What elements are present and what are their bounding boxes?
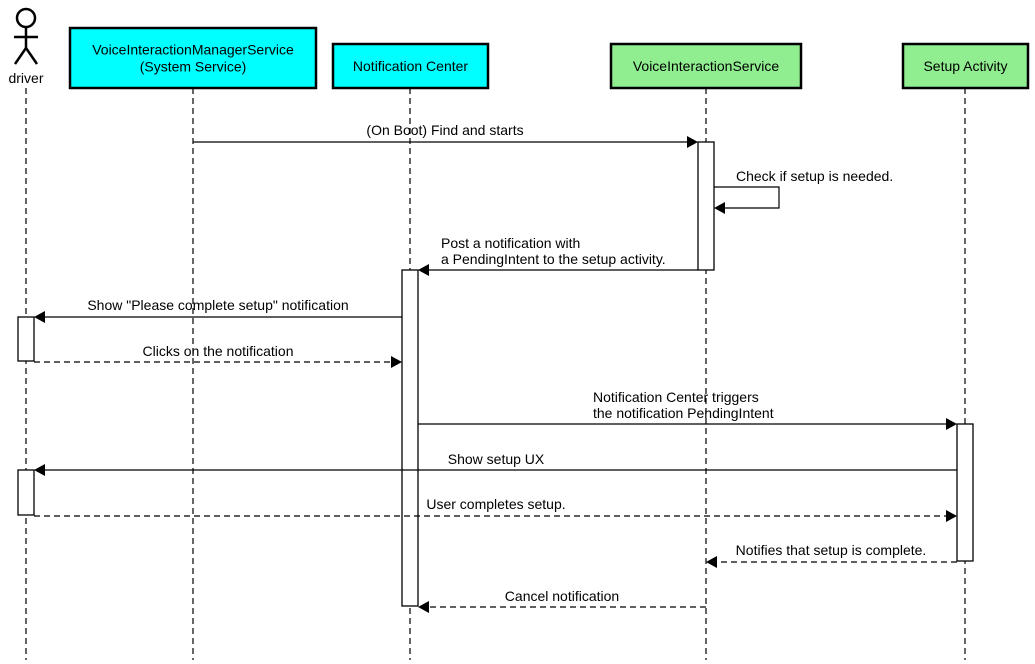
participant-sa: Setup Activity [901,42,1030,90]
participant-vis: VoiceInteractionService [609,42,803,90]
message-label: Show "Please complete setup" notificatio… [87,297,348,313]
message-10: Cancel notification [418,588,706,613]
participant-label: Setup Activity [923,58,1007,74]
arrow-head [946,418,957,430]
message-1: (On Boot) Find and starts [193,122,698,148]
participant-label: (System Service) [140,59,247,75]
participant-box [609,42,803,90]
participant-vims: VoiceInteractionManagerService(System Se… [68,26,318,90]
arrow-head [706,556,717,568]
arrow-head [946,510,957,522]
participant-nc: Notification Center [331,42,490,90]
participant-label: Notification Center [353,58,469,74]
activations [17,141,974,607]
arrow-head [34,464,45,476]
message-2: Check if setup is needed. [714,168,893,214]
participant-box [68,26,318,90]
message-7: Show setup UX [34,451,957,476]
message-label: Notifies that setup is complete. [736,542,927,558]
message-label: User completes setup. [426,496,565,512]
participant-label: VoiceInteractionManagerService [92,42,294,58]
activation-bar-driver [17,316,35,362]
message-label: the notification PendingIntent [593,405,774,421]
participant-box [331,42,490,90]
participant-driver: driver [8,7,44,86]
participant-label: VoiceInteractionService [633,58,780,74]
activation-bar-vis [697,141,715,271]
arrow-head [687,136,698,148]
arrow-head [391,356,402,368]
message-label: Clicks on the notification [143,343,294,359]
message-label: Show setup UX [448,451,545,467]
message-label: Check if setup is needed. [736,168,893,184]
participants: driver VoiceInteractionManagerService(Sys… [8,7,1030,90]
message-line [714,186,780,209]
message-label: Notification Center triggers [593,389,759,405]
arrow-head [714,202,725,214]
message-label: a PendingIntent to the setup activity. [441,251,666,267]
arrow-head [418,264,429,276]
participant-box [901,42,1030,90]
activation-bar-nc [401,269,419,607]
message-label: Post a notification with [441,235,580,251]
message-label: Cancel notification [505,588,619,604]
actor-stick-figure-icon [13,7,39,65]
message-4: Show "Please complete setup" notificatio… [34,297,402,323]
participant-label: driver [8,70,43,86]
arrow-head [418,601,429,613]
message-9: Notifies that setup is complete. [706,542,957,568]
activation-bar-driver [17,469,35,516]
message-5: Clicks on the notification [34,343,402,368]
activation-bar-sa [956,423,974,562]
arrow-head [34,311,45,323]
message-label: (On Boot) Find and starts [366,122,523,138]
message-8: User completes setup. [34,496,957,522]
